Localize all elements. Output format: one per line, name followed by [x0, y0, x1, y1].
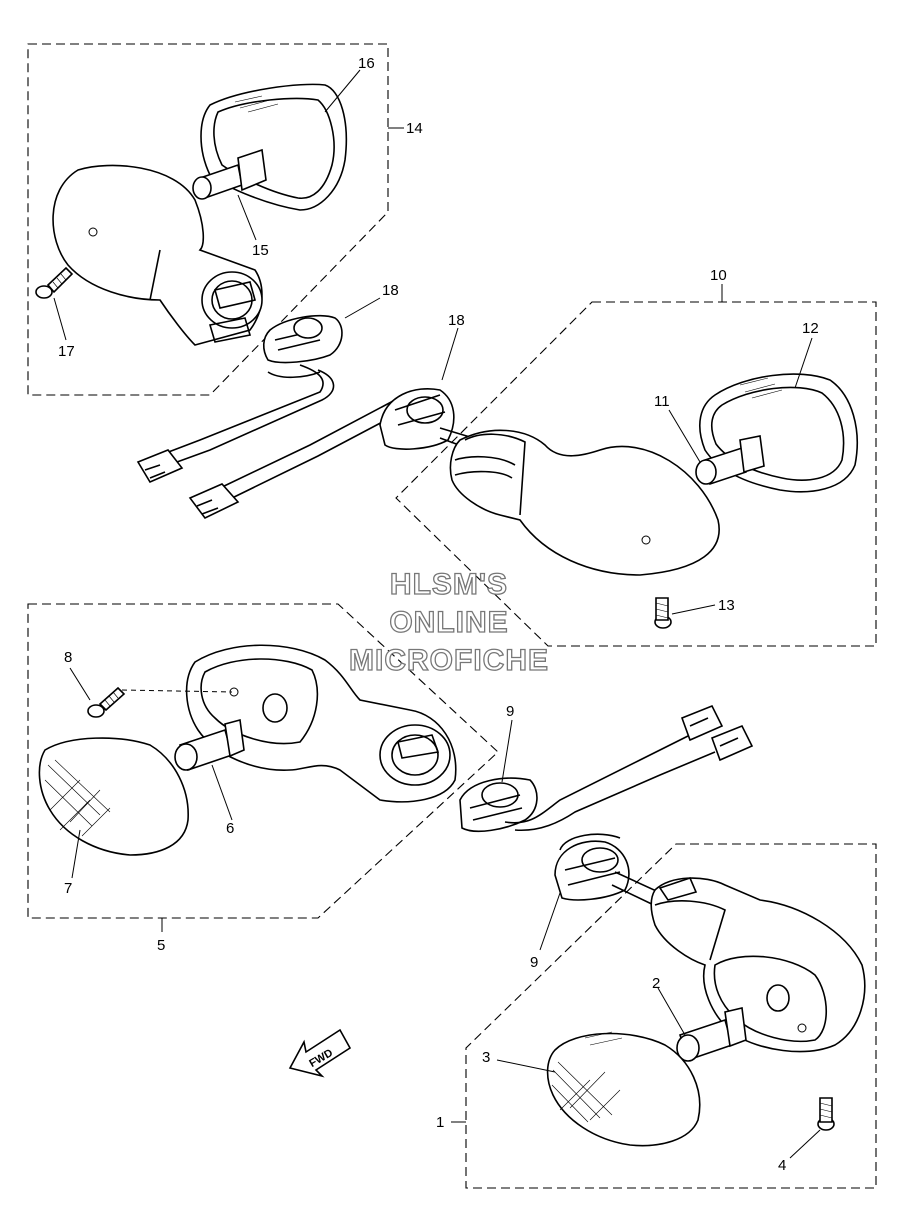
- rear-left-flasher-body: [52, 164, 263, 346]
- rear-right-bulb: [695, 435, 765, 486]
- wire-front-b: [514, 751, 716, 832]
- connector-front-upper: [680, 704, 724, 742]
- callout-3: 3: [482, 1049, 490, 1066]
- connector-front-lower: [710, 724, 754, 762]
- callout-4: 4: [778, 1157, 786, 1174]
- callout-10: 10: [710, 267, 727, 284]
- rear-left-bulb: [192, 148, 267, 200]
- grommet-9-upper: [459, 777, 538, 833]
- leader-lines: [53, 69, 821, 1159]
- callout-labels: 16 14 15 17 18 18 10 12 11 13 8 9 6 7 5 …: [58, 55, 819, 1174]
- wire-upper-left-a: [157, 364, 324, 457]
- callout-13: 13: [718, 597, 735, 614]
- callout-11: 11: [654, 393, 670, 410]
- screw-8: [87, 686, 126, 718]
- wire-mid-b: [227, 409, 406, 501]
- callout-12: 12: [802, 320, 819, 337]
- front-left-flasher-body: [185, 644, 457, 803]
- wire-mid-a: [219, 399, 396, 489]
- callout-18-upper: 18: [382, 282, 399, 299]
- front-right-lens: [546, 1031, 701, 1147]
- callout-14: 14: [406, 120, 423, 137]
- connector-upper-left: [136, 449, 184, 484]
- assembly-14-boundary: [27, 43, 389, 396]
- rear-right-flasher-body: [449, 429, 720, 576]
- callout-1: 1: [436, 1114, 444, 1131]
- callout-6: 6: [226, 820, 234, 837]
- callout-8: 8: [64, 649, 72, 666]
- assembly-1-boundary: [465, 843, 877, 1189]
- grommet-18-lower: [379, 388, 455, 450]
- wire-upper-left-b: [165, 369, 335, 467]
- grommet-18-upper: [262, 314, 343, 379]
- callout-2: 2: [652, 975, 660, 992]
- front-right-flasher-body: [650, 877, 866, 1053]
- callout-16: 16: [358, 55, 375, 72]
- screw-8-guide-line: [121, 689, 233, 693]
- callout-18-lower: 18: [448, 312, 465, 329]
- callout-7: 7: [64, 880, 72, 897]
- wire-loop-lower: [559, 833, 621, 851]
- front-left-lens: [38, 737, 189, 856]
- callout-9-upper: 9: [506, 703, 514, 720]
- screw-13: [654, 597, 672, 629]
- front-right-bulb: [676, 1007, 747, 1062]
- callout-9-lower: 9: [530, 954, 538, 971]
- watermark: HLSM'S ONLINE MICROFICHE: [348, 567, 549, 677]
- connector-mid: [188, 483, 240, 520]
- wire-front-a: [504, 734, 691, 824]
- assembly-5-boundary: [27, 603, 499, 919]
- watermark-line-2: ONLINE: [389, 606, 508, 639]
- screw-4: [817, 1097, 835, 1131]
- grommet-9-lower: [554, 840, 630, 901]
- watermark-line-1: HLSM'S: [390, 568, 508, 601]
- screw-17: [35, 266, 74, 299]
- callout-5: 5: [157, 937, 165, 954]
- watermark-line-3: MICROFICHE: [349, 644, 549, 677]
- front-left-bulb: [174, 718, 245, 772]
- callout-15: 15: [252, 242, 269, 259]
- callout-17: 17: [58, 343, 75, 360]
- forward-direction-arrow: FWD: [288, 1028, 352, 1078]
- assembly-10-boundary: [395, 301, 877, 647]
